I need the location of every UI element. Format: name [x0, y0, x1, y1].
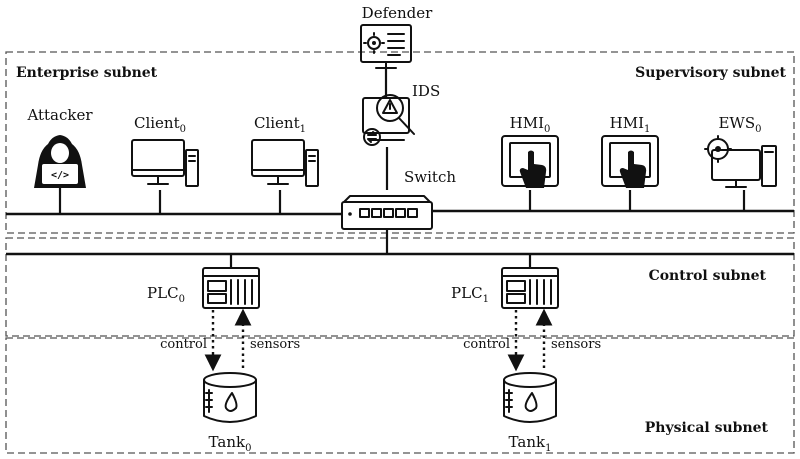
- plc0-label: PLC0: [147, 284, 185, 305]
- plc0-sensors-label: sensors: [250, 337, 300, 352]
- switch-icon: [341, 195, 433, 230]
- plc1-sensors-label: sensors: [551, 337, 601, 352]
- tank1-icon: [503, 372, 557, 423]
- ids-label: IDS: [412, 82, 440, 100]
- defender-gear-icon: [360, 24, 412, 69]
- client0-monitor-icon: [131, 139, 199, 187]
- ews0-label: EWS0: [718, 114, 761, 135]
- supervisory-subnet-label: Supervisory subnet: [635, 65, 786, 81]
- plc1-control-label: control: [463, 337, 510, 352]
- tank1-label: Tank1: [509, 433, 552, 454]
- ews0-workstation-icon: [704, 135, 777, 188]
- plc0-icon: [202, 267, 260, 309]
- ids-magnifier-icon: [362, 94, 415, 146]
- svg-text:</>: </>: [51, 170, 69, 181]
- tank0-icon: [203, 372, 257, 423]
- switch-label: Switch: [404, 168, 456, 186]
- plc0-control-label: control: [160, 337, 207, 352]
- hmi1-label: HMI1: [610, 114, 651, 135]
- physical-subnet-label: Physical subnet: [645, 420, 769, 436]
- plc1-icon: [501, 267, 559, 309]
- plc1-label: PLC1: [451, 284, 489, 305]
- hmi0-label: HMI0: [510, 114, 551, 135]
- tank0-label: Tank0: [209, 433, 252, 454]
- control-subnet-label: Control subnet: [649, 268, 767, 284]
- attacker-label: Attacker: [26, 106, 93, 124]
- control-subnet-box: [5, 237, 795, 337]
- attacker-hacker-icon: </>: [34, 135, 86, 188]
- enterprise-subnet-label: Enterprise subnet: [16, 65, 158, 81]
- defender-label: Defender: [362, 4, 433, 22]
- client1-label: Client1: [254, 114, 306, 135]
- hmi1-touchscreen-icon: [601, 135, 659, 188]
- hmi0-touchscreen-icon: [501, 135, 559, 188]
- client1-monitor-icon: [251, 139, 319, 187]
- client0-label: Client0: [134, 114, 186, 135]
